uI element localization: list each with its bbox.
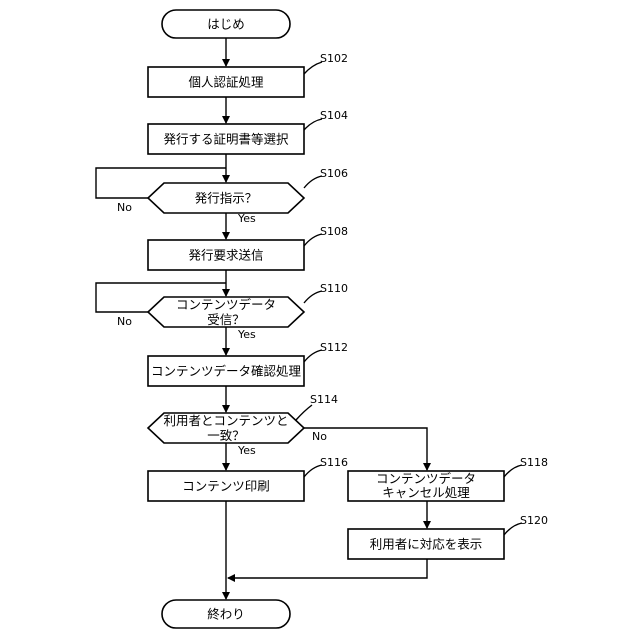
s114-yes-label: Yes — [237, 444, 256, 457]
s110-step: S110 — [320, 282, 348, 295]
s114-label-line2: 一致？ — [207, 428, 245, 443]
s118-label-line1: コンテンツデータ — [376, 471, 476, 486]
s110-label-line1: コンテンツデータ — [176, 297, 276, 312]
s106-label: 発行指示？ — [195, 191, 258, 206]
connector-s120-merge — [228, 559, 427, 578]
s120-step: S120 — [520, 514, 548, 527]
process-s108: 発行要求送信 S108 — [148, 225, 348, 270]
s116-label: コンテンツ印刷 — [182, 479, 270, 494]
s102-step: S102 — [320, 52, 348, 65]
s114-label-line1: 利用者とコンテンツと — [163, 413, 288, 428]
s112-label: コンテンツデータ確認処理 — [151, 364, 302, 379]
s114-step: S114 — [310, 393, 338, 406]
process-s118: コンテンツデータ キャンセル処理 S118 — [348, 456, 548, 501]
s114-leader — [296, 405, 312, 420]
s108-step: S108 — [320, 225, 348, 238]
s120-label: 利用者に対応を表示 — [370, 537, 483, 552]
s102-label: 個人認証処理 — [188, 75, 264, 90]
s110-no-label: No — [117, 315, 132, 328]
process-s102: 個人認証処理 S102 — [148, 52, 348, 97]
process-s116: コンテンツ印刷 S116 — [148, 456, 348, 501]
s118-label-line2: キャンセル処理 — [382, 485, 470, 500]
s108-label: 発行要求送信 — [188, 248, 263, 263]
decision-s110: コンテンツデータ 受信？ S110 No Yes — [96, 282, 348, 341]
start-label: はじめ — [207, 17, 245, 32]
s116-step: S116 — [320, 456, 348, 469]
decision-s106: 発行指示？ S106 No Yes — [96, 167, 348, 225]
end-label: 終わり — [207, 607, 245, 622]
start-terminal: はじめ — [162, 10, 290, 38]
s104-label: 発行する証明書等選択 — [163, 132, 289, 147]
process-s104: 発行する証明書等選択 S104 — [148, 109, 348, 154]
s118-step: S118 — [520, 456, 548, 469]
s104-step: S104 — [320, 109, 348, 122]
end-terminal: 終わり — [162, 600, 290, 628]
s106-no-label: No — [117, 201, 132, 214]
decision-s114: 利用者とコンテンツと 一致？ S114 No Yes — [148, 393, 338, 457]
process-s120: 利用者に対応を表示 S120 — [348, 514, 548, 559]
s112-step: S112 — [320, 341, 348, 354]
s106-step: S106 — [320, 167, 348, 180]
process-s112: コンテンツデータ確認処理 S112 — [148, 341, 348, 386]
s110-label-line2: 受信？ — [207, 312, 245, 327]
s110-yes-label: Yes — [237, 328, 256, 341]
s114-no-label: No — [312, 430, 327, 443]
s106-yes-label: Yes — [237, 212, 256, 225]
